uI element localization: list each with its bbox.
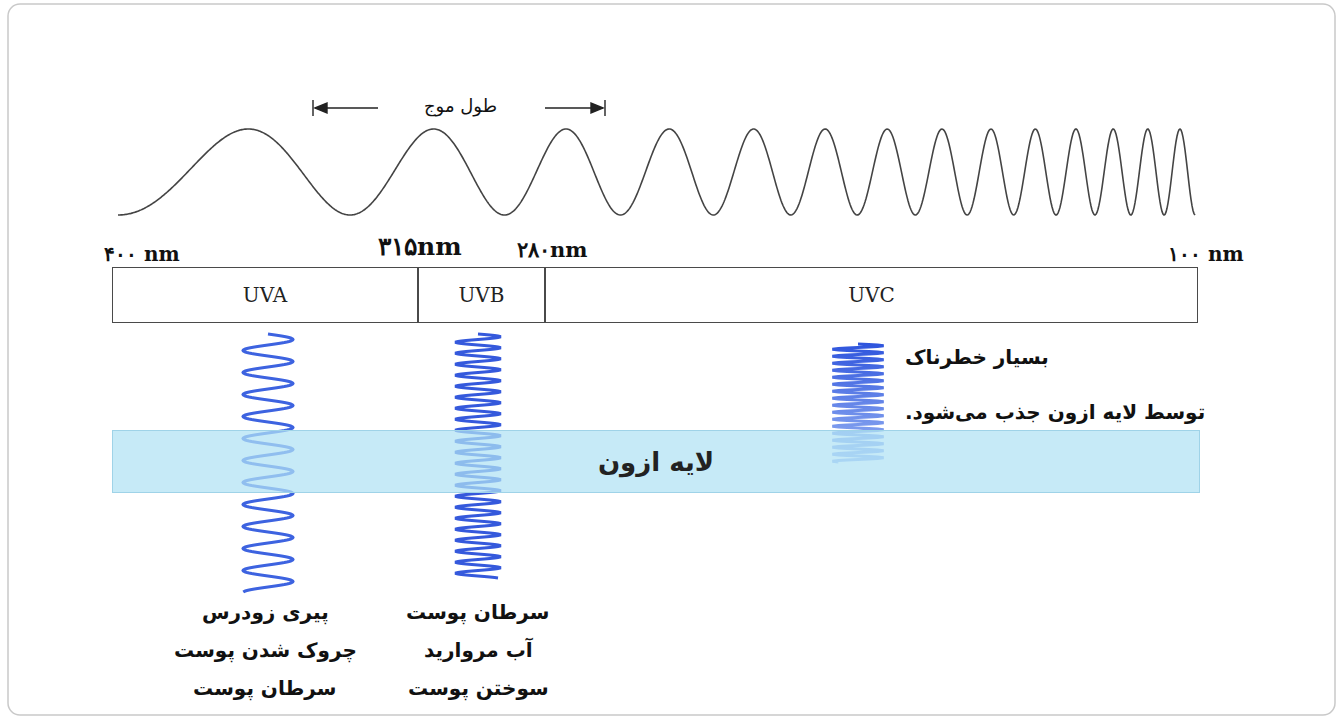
uvc-box: UVC <box>545 267 1198 323</box>
wavelength-value: ۴۰۰ nm <box>104 242 180 266</box>
ozone-band: لایه ازون <box>112 430 1200 493</box>
uva-box: UVA <box>112 267 418 323</box>
arrow-head <box>315 103 327 113</box>
box-label: UVA <box>243 283 287 307</box>
uvc-note: بسیار خطرناک <box>905 345 1049 369</box>
box-label: لایه ازون <box>598 447 714 477</box>
frame <box>8 4 1335 715</box>
wavelength-value: ۳۱۵nm <box>378 232 462 262</box>
uvc-note: توسط لایه ازون جذب می‌شود. <box>905 400 1205 424</box>
box-label: UVC <box>848 283 895 307</box>
wavelength-label: طول موج <box>424 95 497 117</box>
arrow-head <box>591 103 603 113</box>
uvb-effect: آب مروارید <box>424 638 533 662</box>
uvb-effect: سوختن پوست <box>408 676 549 700</box>
wavelength-value: ۲۸۰nm <box>517 237 588 262</box>
wave-curve <box>118 129 1195 215</box>
uva-effect: سرطان پوست <box>193 676 336 700</box>
uvb-effect: سرطان پوست <box>406 600 549 624</box>
uva-effect: چروک شدن پوست <box>174 638 357 662</box>
uvb-box: UVB <box>418 267 545 323</box>
wavelength-value: ۱۰۰ nm <box>1168 242 1244 266</box>
box-label: UVB <box>459 283 505 307</box>
uva-effect: پیری زودرس <box>202 600 329 624</box>
